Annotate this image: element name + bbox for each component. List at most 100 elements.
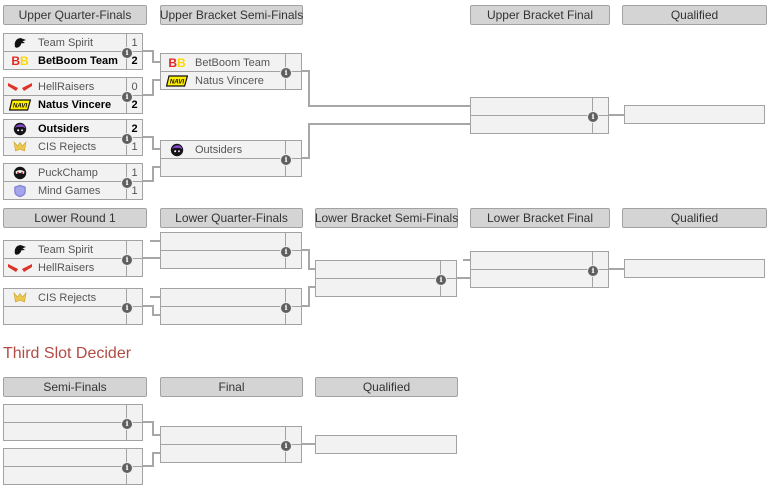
empty-team-row	[4, 467, 142, 484]
outsiders-logo	[164, 143, 190, 157]
connector-line	[152, 452, 160, 454]
team-row[interactable]: PuckChamp 1	[4, 164, 142, 182]
connector-line	[152, 421, 154, 436]
connector-line	[308, 286, 310, 307]
team-score	[285, 72, 301, 89]
team-row[interactable]: CIS Rejects	[4, 289, 142, 307]
team-score	[285, 54, 301, 71]
empty-team-row	[316, 261, 456, 279]
empty-team-row	[4, 423, 142, 440]
natus-vincere-logo: NAVI	[164, 74, 190, 87]
match-tsd-final: i	[160, 426, 302, 463]
team-row[interactable]: Team Spirit	[4, 241, 142, 259]
empty-team-row	[161, 251, 301, 268]
connector-line	[152, 136, 154, 150]
empty-team-row	[161, 307, 301, 324]
connector-line	[152, 452, 154, 467]
natus-vincere-logo: NAVI	[7, 98, 33, 111]
empty-team-row	[4, 307, 142, 324]
connector-line	[308, 268, 315, 270]
header-lower-bracket-semi-finals: Lower Bracket Semi-Finals	[315, 208, 458, 228]
connector-line	[308, 105, 470, 107]
info-icon[interactable]: i	[122, 178, 132, 188]
connector-line	[141, 180, 154, 182]
team-score	[285, 159, 301, 176]
connector-line	[150, 296, 160, 298]
team-row[interactable]: CIS Rejects 1	[4, 138, 142, 155]
info-icon[interactable]: i	[122, 134, 132, 144]
team-spirit-logo	[7, 243, 33, 257]
team-score: 1	[126, 34, 142, 51]
connector-line	[308, 123, 470, 125]
team-spirit-logo	[7, 36, 33, 50]
team-name: HellRaisers	[38, 80, 95, 93]
connector-line	[300, 305, 310, 307]
info-icon[interactable]: i	[436, 275, 446, 285]
match-upper-qf-3: Outsiders 2 CIS Rejects 1 i	[3, 119, 143, 156]
match-lower-qf-2: i	[160, 288, 302, 325]
info-icon[interactable]: i	[122, 255, 132, 265]
team-score	[126, 289, 142, 306]
connector-line	[300, 443, 315, 445]
info-icon[interactable]: i	[281, 441, 291, 451]
connector-line	[141, 305, 154, 307]
hellraisers-logo	[7, 262, 33, 274]
info-icon[interactable]: i	[281, 303, 291, 313]
empty-team-row	[471, 270, 608, 287]
team-row[interactable]: NAVI Natus Vincere	[161, 72, 301, 89]
header-lower-bracket-final: Lower Bracket Final	[470, 208, 610, 228]
team-name: HellRaisers	[38, 261, 95, 274]
header-upper-bracket-final: Upper Bracket Final	[470, 5, 610, 25]
info-icon[interactable]: i	[122, 48, 132, 58]
team-score: 0	[126, 78, 142, 95]
empty-team-row	[471, 116, 608, 133]
team-row[interactable]: Outsiders 2	[4, 120, 142, 138]
team-name: Team Spirit	[38, 243, 94, 256]
connector-line	[300, 157, 310, 159]
svg-text:NAVI: NAVI	[13, 102, 28, 109]
info-icon[interactable]: i	[281, 155, 291, 165]
connector-line	[152, 50, 154, 63]
connector-line	[141, 465, 154, 467]
header-upper-quarter-finals: Upper Quarter-Finals	[3, 5, 147, 25]
connector-line	[308, 249, 310, 270]
team-row[interactable]: NAVI Natus Vincere 2	[4, 96, 142, 113]
info-icon[interactable]: i	[122, 92, 132, 102]
connector-line	[141, 94, 154, 96]
team-row[interactable]: HellRaisers 0	[4, 78, 142, 96]
info-icon[interactable]: i	[281, 247, 291, 257]
connector-line	[607, 268, 624, 270]
team-row[interactable]: Team Spirit 1	[4, 34, 142, 52]
info-icon[interactable]: i	[122, 303, 132, 313]
info-icon[interactable]: i	[588, 112, 598, 122]
team-name: Outsiders	[195, 143, 243, 156]
match-lower-bracket-final: i	[470, 251, 609, 288]
connector-line	[152, 434, 160, 436]
mind-games-logo	[7, 184, 33, 198]
header-lower-quarter-finals: Lower Quarter-Finals	[160, 208, 303, 228]
header-tsd-final: Final	[160, 377, 303, 397]
connector-line	[300, 70, 310, 72]
team-score: 1	[126, 138, 142, 155]
team-score: 2	[126, 120, 142, 137]
connector-line	[152, 79, 154, 96]
info-icon[interactable]: i	[122, 463, 132, 473]
team-score	[285, 141, 301, 158]
connector-line	[607, 114, 624, 116]
team-row[interactable]: Outsiders	[161, 141, 301, 159]
team-row[interactable]: HellRaisers	[4, 259, 142, 276]
info-icon[interactable]: i	[122, 419, 132, 429]
match-lower-qf-1: i	[160, 232, 302, 269]
info-icon[interactable]: i	[281, 68, 291, 78]
header-lower-qualified: Qualified	[622, 208, 767, 228]
team-row[interactable]: Mind Games 1	[4, 182, 142, 199]
empty-team-row	[161, 159, 301, 176]
info-icon[interactable]: i	[588, 266, 598, 276]
match-lower-r1-2: CIS Rejects i	[3, 288, 143, 325]
team-score: 1	[126, 164, 142, 181]
empty-team-row	[161, 427, 301, 445]
